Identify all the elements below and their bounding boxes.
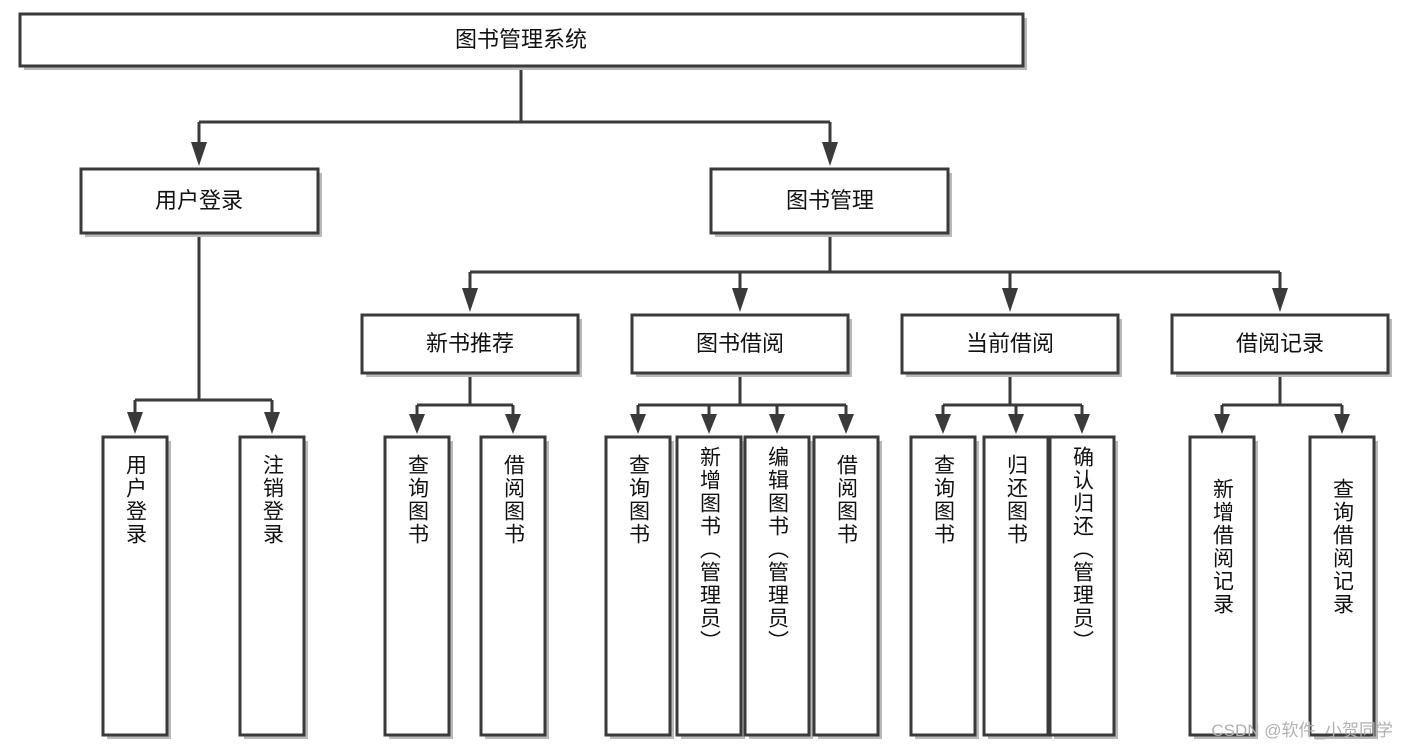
node-current-borrow-box	[900, 313, 1120, 375]
node-root[interactable]: 图书管理系统	[18, 12, 1027, 70]
node-root-label: 图书管理系统	[455, 27, 587, 52]
arrowhead-leaf-confirm-return	[1074, 414, 1090, 434]
leaf-query-book-3-label: 查询图书	[932, 454, 956, 546]
leaf-node-query-record[interactable]: 查询借阅记录	[1308, 435, 1378, 739]
leaf-node-confirm-return[interactable]: 确认归还（管理员）	[1048, 435, 1118, 739]
node-current-borrow[interactable]: 当前借阅	[900, 313, 1122, 377]
arrowhead-leaf-borrow-book-2	[838, 414, 854, 434]
leaf-add-book-label: 新增图书（管理员）	[698, 446, 722, 653]
connector-group-root-to-level2	[191, 66, 838, 166]
leaf-query-book-1-label: 查询图书	[406, 454, 430, 546]
leaf-node-add-book[interactable]: 新增图书（管理员）	[675, 435, 745, 739]
node-user-login-box	[79, 167, 320, 235]
leaf-borrow-book-1-label: 借阅图书	[502, 454, 526, 546]
leaf-query-book-2-box	[604, 435, 672, 737]
arrowhead-leaf-query-book-2	[630, 414, 646, 434]
node-user-login-label: 用户登录	[155, 188, 243, 213]
arrowhead-leaf-user-login	[127, 412, 143, 434]
node-book-manage[interactable]: 图书管理	[709, 167, 952, 237]
leaf-node-edit-book[interactable]: 编辑图书（管理员）	[743, 435, 813, 739]
node-borrow-record[interactable]: 借阅记录	[1170, 313, 1392, 377]
leaf-node-borrow-book-2[interactable]: 借阅图书	[812, 435, 882, 739]
connector-group-book-borrow-to-leaves	[630, 373, 854, 434]
node-new-book-recommend[interactable]: 新书推荐	[360, 313, 582, 377]
leaf-query-record-box	[1308, 435, 1376, 737]
connector-group-borrow-record-to-leaves	[1214, 373, 1350, 434]
arrowhead-user-login	[191, 142, 207, 166]
connector-group-current-borrow-to-leaves	[935, 373, 1090, 434]
leaf-borrow-book-1-box	[479, 435, 547, 737]
node-new-book-recommend-box	[360, 313, 580, 375]
leaf-user-login-label: 用户登录	[124, 454, 148, 546]
arrowhead-leaf-borrow-book-1	[505, 414, 521, 434]
leaf-logout-box	[238, 435, 306, 737]
leaf-logout-label: 注销登录	[261, 454, 285, 546]
leaf-node-query-book-3[interactable]: 查询图书	[909, 435, 979, 739]
leaf-node-user-login[interactable]: 用户登录	[101, 435, 171, 739]
leaf-edit-book-box	[743, 435, 811, 737]
leaf-node-add-record[interactable]: 新增借阅记录	[1188, 435, 1258, 739]
leaf-borrow-book-2-box	[812, 435, 880, 737]
connector-group-new-book-to-leaves	[409, 373, 521, 434]
leaf-confirm-return-label: 确认归还（管理员）	[1071, 446, 1095, 653]
node-book-borrow[interactable]: 图书借阅	[630, 313, 852, 377]
arrowhead-leaf-add-record	[1214, 414, 1230, 434]
arrowhead-book-manage	[822, 142, 838, 166]
connector-group-book-manage-to-level3	[462, 233, 1288, 312]
leaf-node-borrow-book-1[interactable]: 借阅图书	[479, 435, 549, 739]
arrowhead-leaf-query-book-3	[935, 414, 951, 434]
arrowhead-borrow-record	[1272, 288, 1288, 312]
leaf-query-book-2-label: 查询图书	[627, 454, 651, 546]
leaf-add-record-label: 新增借阅记录	[1211, 478, 1235, 616]
arrowhead-new-book-recommend	[462, 288, 478, 312]
node-borrow-record-label: 借阅记录	[1236, 331, 1324, 356]
leaf-return-book-label: 归还图书	[1005, 454, 1029, 546]
leaf-node-query-book-1[interactable]: 查询图书	[383, 435, 453, 739]
node-book-borrow-box	[630, 313, 850, 375]
leaf-node-query-book-2[interactable]: 查询图书	[604, 435, 674, 739]
node-book-borrow-label: 图书借阅	[696, 331, 784, 356]
arrowhead-leaf-logout	[264, 412, 280, 434]
arrowhead-leaf-return-book	[1008, 414, 1024, 434]
arrowhead-book-borrow	[732, 288, 748, 312]
node-root-box	[18, 12, 1025, 68]
leaf-node-logout[interactable]: 注销登录	[238, 435, 308, 739]
arrowhead-leaf-query-record	[1334, 414, 1350, 434]
node-new-book-recommend-label: 新书推荐	[426, 331, 514, 356]
arrowhead-leaf-edit-book	[769, 414, 785, 434]
leaf-add-book-box	[675, 435, 743, 737]
leaf-query-record-label: 查询借阅记录	[1331, 478, 1355, 616]
node-user-login[interactable]: 用户登录	[79, 167, 322, 237]
arrowhead-leaf-query-book-1	[409, 414, 425, 434]
arrowhead-current-borrow	[1002, 288, 1018, 312]
connector-group-user-login-to-leaves	[127, 233, 280, 434]
leaf-borrow-book-2-label: 借阅图书	[835, 454, 859, 546]
leaf-confirm-return-box	[1048, 435, 1116, 737]
node-borrow-record-box	[1170, 313, 1390, 375]
node-book-manage-box	[709, 167, 950, 235]
leaf-add-record-box	[1188, 435, 1256, 737]
leaf-node-return-book[interactable]: 归还图书	[982, 435, 1052, 739]
leaf-user-login-box	[101, 435, 169, 737]
leaf-query-book-3-box	[909, 435, 977, 737]
leaf-edit-book-label: 编辑图书（管理员）	[766, 446, 790, 653]
node-current-borrow-label: 当前借阅	[966, 331, 1054, 356]
node-book-manage-label: 图书管理	[786, 188, 874, 213]
leaf-query-book-1-box	[383, 435, 451, 737]
arrowhead-leaf-add-book	[701, 414, 717, 434]
leaf-return-book-box	[982, 435, 1050, 737]
